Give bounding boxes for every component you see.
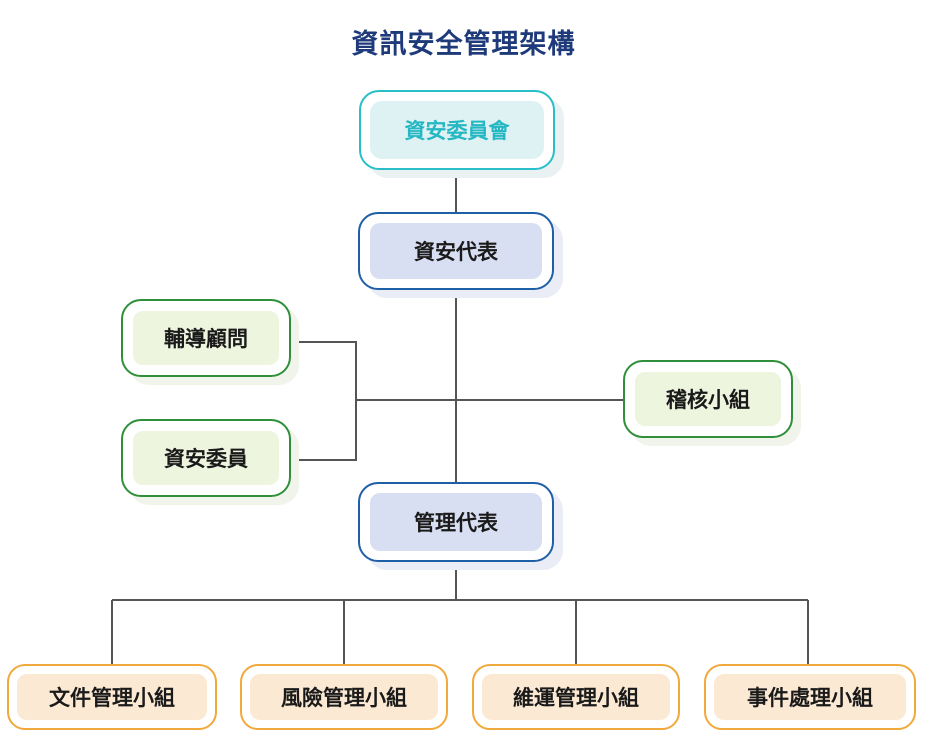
incident-team-box: 事件處理小組 bbox=[704, 664, 916, 730]
audit-team-box: 稽核小組 bbox=[623, 360, 793, 438]
doc-team-box: 文件管理小組 bbox=[7, 664, 217, 730]
committee-box: 資安委員會 bbox=[359, 90, 555, 170]
advisor-box: 輔導顧問 bbox=[121, 299, 291, 377]
security-rep-label: 資安代表 bbox=[414, 240, 498, 264]
security-member-box: 資安委員 bbox=[121, 419, 291, 497]
ops-team-box: 維運管理小組 bbox=[472, 664, 680, 730]
incident-team-label: 事件處理小組 bbox=[747, 686, 873, 710]
security-member-label: 資安委員 bbox=[164, 447, 248, 471]
risk-team-label: 風險管理小組 bbox=[281, 686, 407, 710]
doc-team-label: 文件管理小組 bbox=[49, 686, 175, 710]
line-left-bracket bbox=[290, 341, 357, 461]
diagram-title: 資訊安全管理架構 bbox=[351, 29, 576, 60]
committee-label: 資安委員會 bbox=[404, 119, 510, 143]
audit-team-label: 稽核小組 bbox=[666, 388, 750, 412]
security-rep-box: 資安代表 bbox=[358, 212, 554, 290]
management-rep-label: 管理代表 bbox=[414, 511, 498, 535]
management-rep-box: 管理代表 bbox=[358, 482, 554, 562]
risk-team-box: 風險管理小組 bbox=[240, 664, 448, 730]
ops-team-label: 維運管理小組 bbox=[513, 686, 639, 710]
advisor-label: 輔導顧問 bbox=[164, 327, 248, 351]
